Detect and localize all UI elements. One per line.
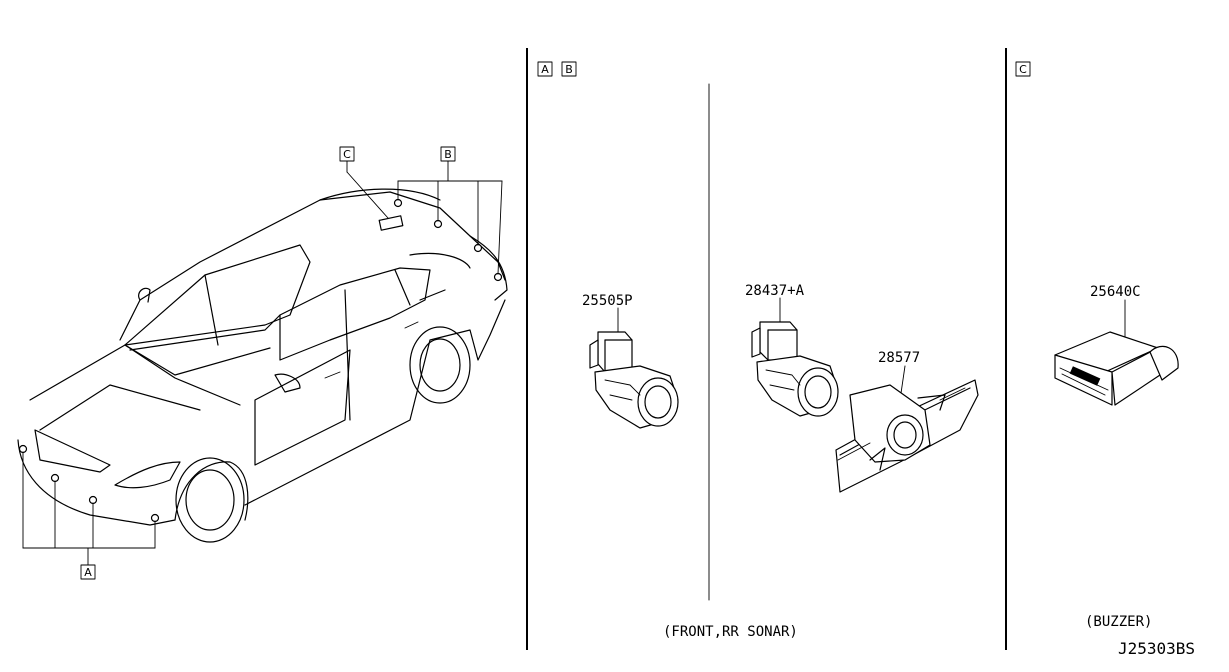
svg-text:C: C xyxy=(1019,63,1027,76)
svg-text:B: B xyxy=(444,148,452,161)
front-sensor-markers xyxy=(18,444,160,523)
svg-text:C: C xyxy=(343,148,351,161)
right-panel-tag: C xyxy=(1015,61,1031,77)
part-number-25640c: 25640C xyxy=(1090,284,1141,300)
buzzer-location-marker xyxy=(378,215,404,231)
bracket-28577 xyxy=(835,379,979,493)
callout-b: B xyxy=(397,146,503,275)
svg-text:A: A xyxy=(541,63,549,76)
sensor-28437a xyxy=(751,321,839,417)
vehicle-illustration xyxy=(17,188,508,543)
buzzer-25640c xyxy=(1054,331,1179,406)
sensor-25505p xyxy=(589,331,679,429)
caption-front-rr-sonar: (FRONT,RR SONAR) xyxy=(663,624,798,640)
part-number-28577: 28577 xyxy=(878,350,920,366)
svg-text:A: A xyxy=(84,566,92,579)
part-number-25505p: 25505P xyxy=(582,293,633,309)
callout-c: C xyxy=(339,146,389,219)
callout-a: A xyxy=(22,451,156,580)
part-number-28437a: 28437+A xyxy=(745,283,805,299)
caption-buzzer: (BUZZER) xyxy=(1085,614,1152,630)
svg-text:B: B xyxy=(565,63,573,76)
drawing-id: J25303BS xyxy=(1118,639,1195,658)
middle-panel-tags: A B xyxy=(537,61,577,77)
